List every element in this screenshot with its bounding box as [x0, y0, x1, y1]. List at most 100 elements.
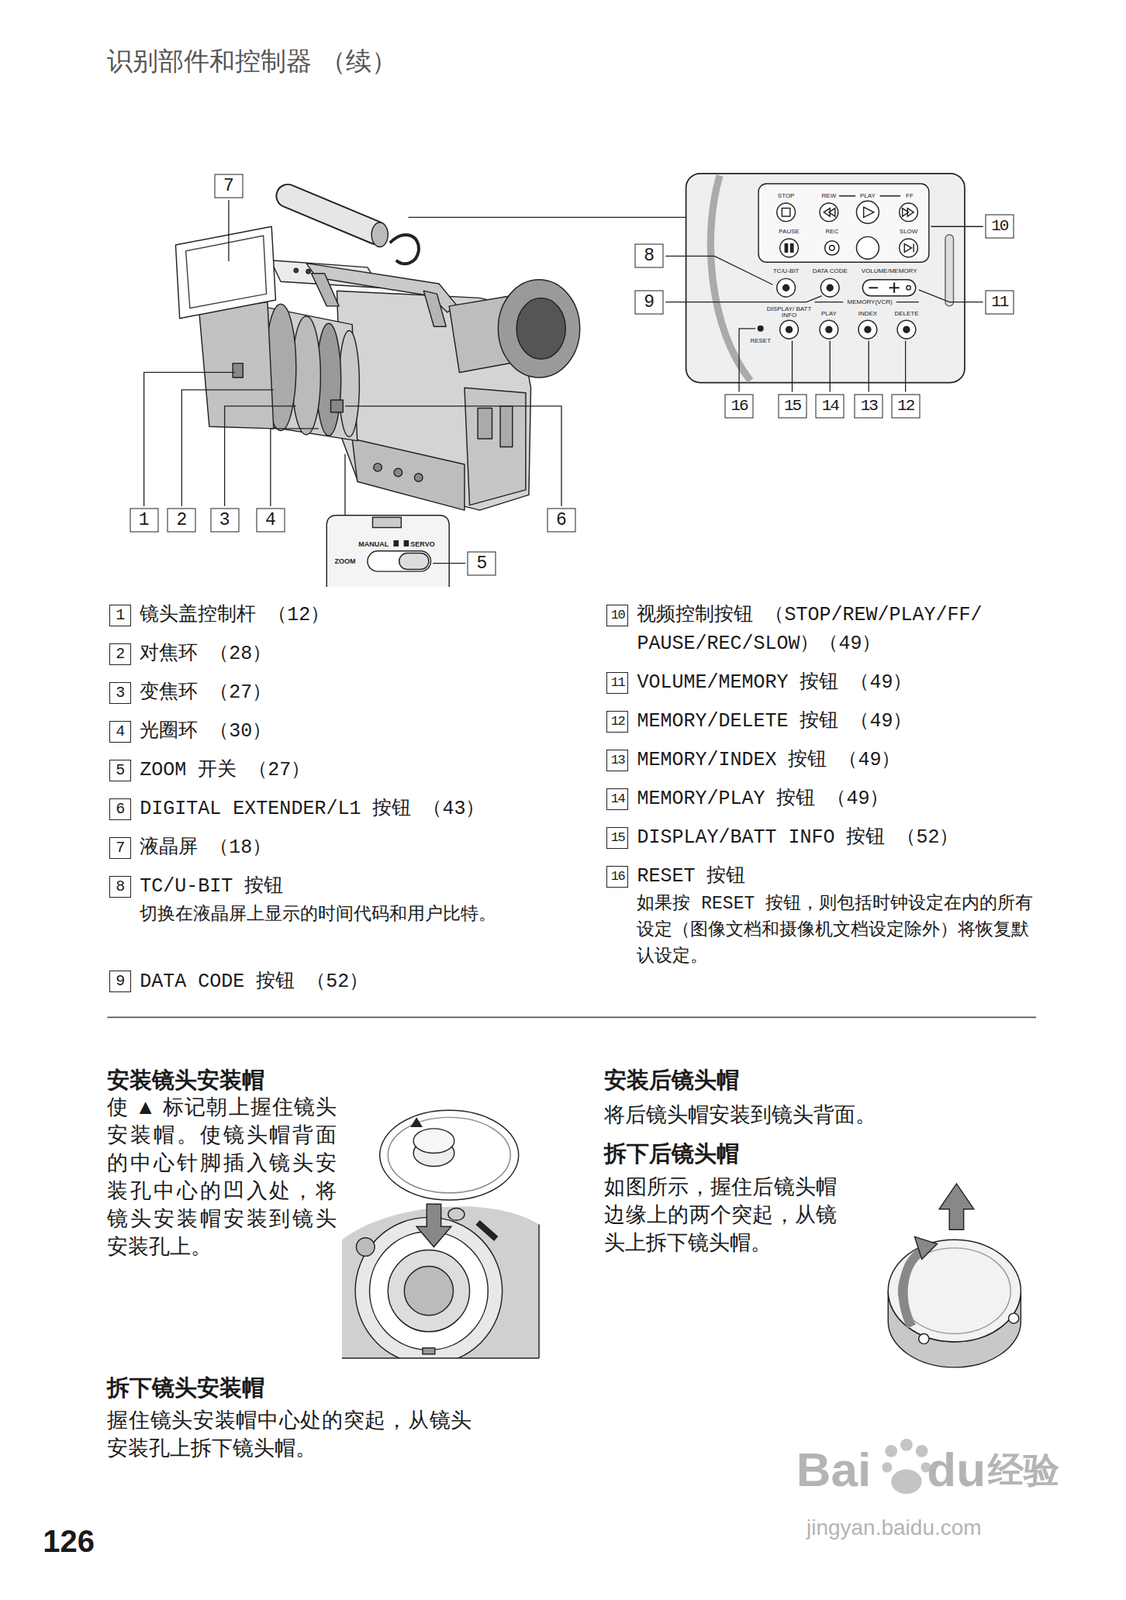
- camcorder-illustration: [497, 279, 580, 378]
- camcorder-illustration: [477, 408, 492, 439]
- leader-line: [270, 428, 319, 507]
- lens-mount-illustration: [404, 1267, 453, 1316]
- item-number: 11: [606, 672, 629, 695]
- item-text: 光圈环 （30）: [139, 717, 543, 747]
- button-panel-inset: [856, 236, 879, 260]
- zoom-switch-inset: [326, 515, 450, 588]
- item-number: 8: [109, 876, 132, 899]
- zoom-switch-inset: [326, 515, 450, 588]
- button-panel-inset: [945, 234, 954, 307]
- callout-number: 12: [891, 393, 920, 418]
- leader-line: [345, 406, 562, 507]
- button-panel-inset: [862, 279, 916, 297]
- button-panel-inset: [783, 284, 790, 291]
- leader-line: [408, 217, 687, 218]
- button-panel-inset: [786, 326, 793, 333]
- zoom-switch-inset: [373, 517, 402, 528]
- section-text: 将后镜头帽安装到镜头背面。: [604, 1101, 1008, 1130]
- lens-mount-illustration: [387, 1117, 511, 1193]
- camcorder-illustration: [500, 406, 513, 448]
- button-label: REC: [825, 228, 839, 235]
- leader-line: [227, 200, 229, 262]
- watermark: 经验: [987, 1447, 1060, 1494]
- leader-line: [144, 200, 984, 564]
- callout-number: 6: [547, 508, 577, 533]
- button-panel-inset: [868, 283, 899, 294]
- camcorder-illustration: [306, 269, 311, 274]
- item-text: 镜头盖控制杆 （12）: [139, 600, 543, 630]
- zoom-switch-inset: [367, 551, 432, 572]
- leader-line: [904, 341, 906, 393]
- item-number: 2: [109, 643, 132, 666]
- button-label: TC/U-BIT: [773, 268, 800, 275]
- lens-mount-illustration: [369, 1232, 489, 1351]
- watermark-paw: [900, 1439, 913, 1452]
- camcorder-illustration: [338, 330, 360, 437]
- button-label: RESET: [749, 338, 771, 345]
- button-panel-inset: [820, 278, 840, 298]
- item-number: 1: [109, 604, 132, 627]
- rear-cap-illustration: [918, 1333, 930, 1344]
- button-panel-inset: [784, 244, 788, 253]
- button-panel-inset: [897, 320, 916, 339]
- lens-mount-illustration: [341, 1357, 539, 1359]
- item-text: 对焦环 （28）: [139, 639, 543, 669]
- camcorder-illustration: [287, 196, 376, 233]
- button-panel-inset: [899, 203, 919, 222]
- section-text: 握住镜头安装帽中心处的突起，从镜头安装孔上拆下镜头帽。: [107, 1406, 472, 1463]
- button-panel-inset: [710, 175, 750, 381]
- lens-mount-illustration: [477, 1222, 497, 1240]
- button-label: VOLUME/MEMORY: [861, 268, 918, 275]
- callout-number: 10: [984, 214, 1014, 239]
- item-text: 变焦环 （27）: [139, 678, 543, 708]
- item-text: MEMORY/INDEX 按钮 （49）: [636, 746, 1040, 775]
- section-heading: 安装后镜头帽: [604, 1066, 740, 1095]
- item-note: 如果按 RESET 按钮，则包括时钟设定在内的所有设定（图像文档和摄像机文档设定…: [636, 891, 1040, 971]
- button-label: STOP: [777, 193, 795, 200]
- callout-number: 16: [725, 393, 754, 418]
- item-text: DATA CODE 按钮 （52）: [139, 967, 543, 997]
- button-label: MEMORY(VCR): [847, 299, 893, 306]
- button-panel-inset: [906, 286, 911, 291]
- camcorder-illustration: [464, 387, 526, 505]
- callout-number: 13: [854, 393, 884, 418]
- item-number: 16: [606, 866, 629, 888]
- button-label: DISPLAY/ BATT INFO: [766, 306, 812, 319]
- camcorder-illustration: [516, 297, 566, 360]
- item-number: 13: [606, 749, 629, 772]
- button-panel-inset: [780, 238, 799, 258]
- item-number: 9: [109, 970, 132, 993]
- switch-label: SERVO: [410, 540, 435, 548]
- camcorder-illustration: [373, 463, 383, 473]
- watermark-paw: [891, 1470, 922, 1496]
- lens-mount-illustration: [538, 1225, 539, 1359]
- callout-number: 3: [210, 508, 239, 533]
- camcorder-illustration: [393, 468, 403, 477]
- camcorder-illustration: [199, 302, 274, 429]
- button-panel-inset: [757, 326, 764, 332]
- button-panel-inset: [829, 245, 836, 252]
- item-text: 视频控制按钮 （STOP/REW/PLAY/FF/ PAUSE/REC/SLOW…: [636, 600, 1040, 659]
- rear-cap-illustration: [887, 1184, 1021, 1368]
- watermark-paw: [881, 1439, 931, 1495]
- section-text: 如图所示，握住后镜头帽边缘上的两个突起，从镜头上拆下镜头帽。: [604, 1173, 837, 1258]
- button-label: PAUSE: [778, 228, 800, 235]
- item-text: DIGITAL EXTENDER/L1 按钮 （43）: [139, 794, 543, 824]
- camcorder-illustration: [414, 473, 423, 483]
- leader-line: [665, 255, 773, 285]
- item-number: 14: [606, 788, 629, 811]
- camcorder-illustration: [331, 400, 344, 413]
- leader-line: [829, 341, 831, 393]
- rear-cap-illustration: [903, 1251, 923, 1327]
- lens-mount-illustration: [422, 1348, 436, 1355]
- leader-line: [144, 372, 235, 506]
- callout-number: 7: [214, 173, 243, 198]
- camcorder-illustration: [311, 273, 340, 307]
- button-panel-inset: [904, 244, 914, 253]
- watermark-paw: [881, 1462, 892, 1473]
- callout-number: 11: [984, 290, 1014, 315]
- button-panel-inset: [780, 320, 799, 339]
- item-note: 切换在液晶屏上显示的时间代码和用户比特。: [139, 901, 528, 929]
- button-panel-inset: [864, 326, 871, 333]
- button-label: PLAY: [821, 310, 837, 318]
